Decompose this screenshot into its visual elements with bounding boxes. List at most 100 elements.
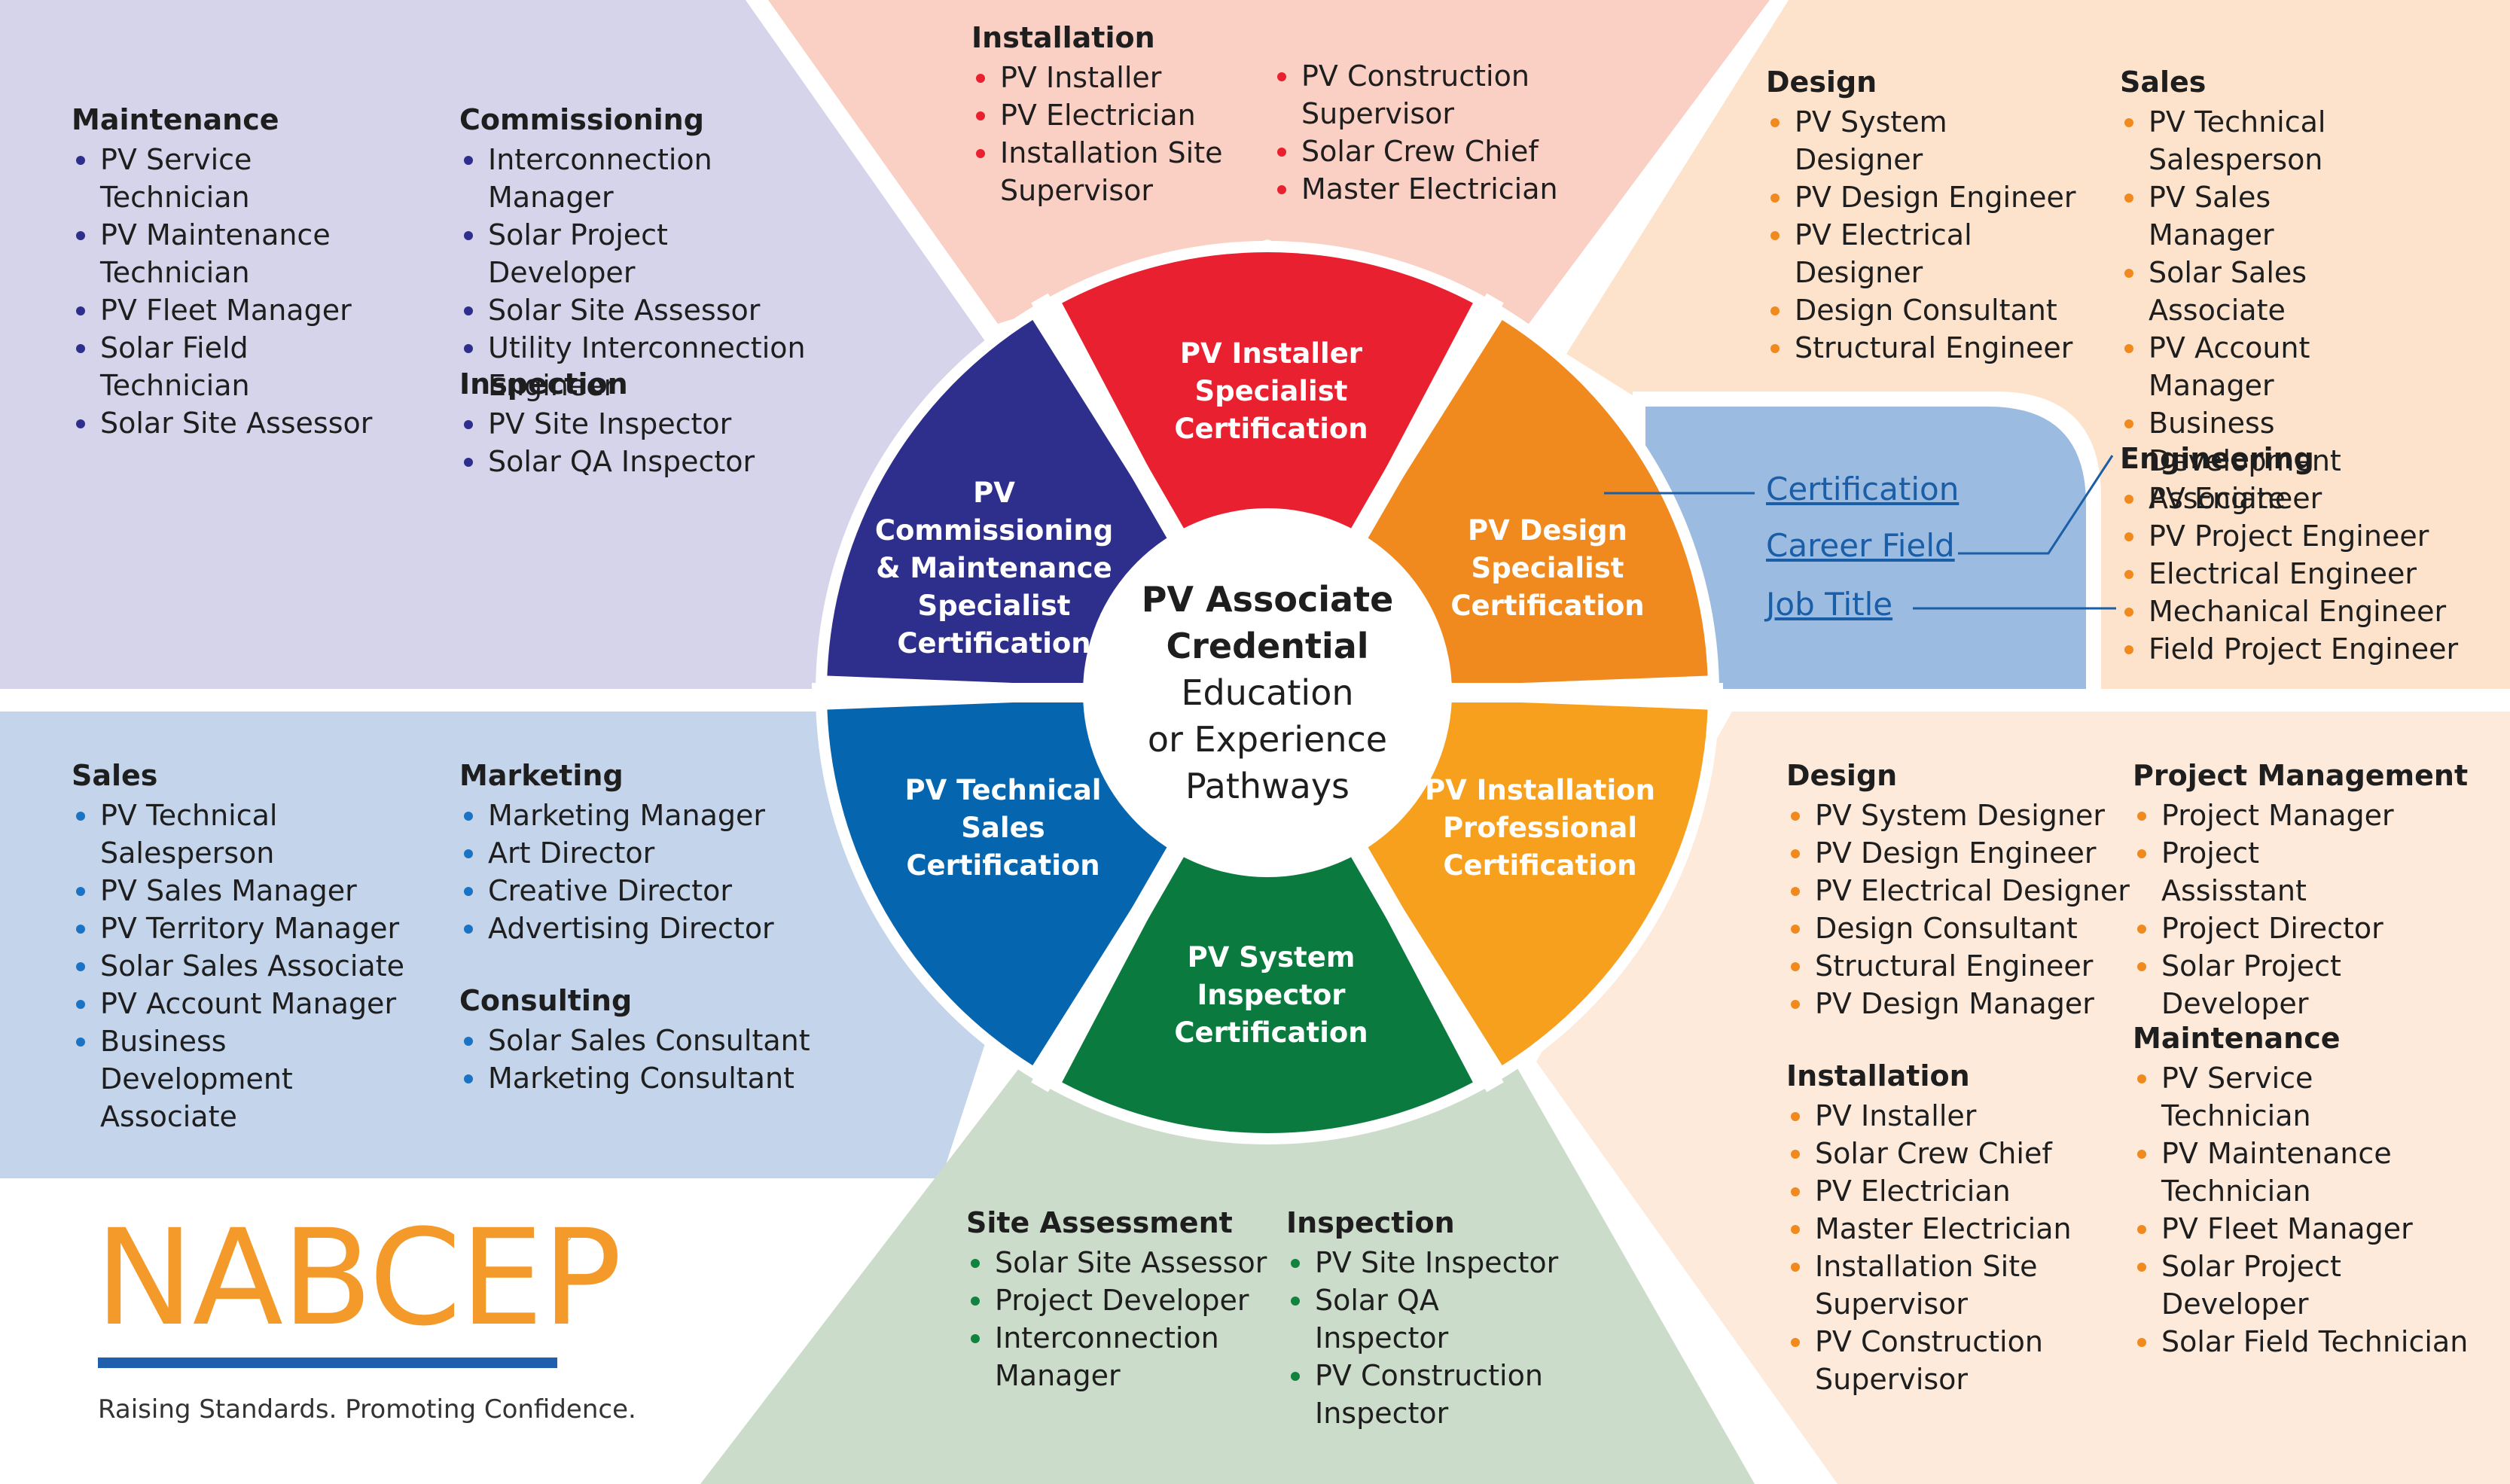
bullet-icon xyxy=(1277,148,1286,157)
job-title-item: Solar Crew Chief xyxy=(1786,1135,2088,1172)
bullet-icon xyxy=(464,306,473,315)
job-title-item: PV Site Inspector xyxy=(1286,1244,1580,1281)
bullet-icon xyxy=(2137,1338,2146,1347)
legend-job-title: Job Title xyxy=(1766,586,1893,623)
job-title-item: Electrical Engineer xyxy=(2120,555,2481,593)
job-title-item: Mechanical Engineer xyxy=(2120,593,2481,630)
bullet-icon xyxy=(1791,1187,1800,1196)
bullet-icon xyxy=(971,1259,980,1268)
bullet-icon xyxy=(76,231,85,240)
bullet-icon xyxy=(2137,925,2146,934)
bullet-icon xyxy=(1291,1259,1300,1268)
bullet-icon xyxy=(1791,849,1800,858)
job-title-item: Solar Project Developer xyxy=(2133,947,2404,1022)
bullet-icon xyxy=(2137,962,2146,971)
job-title-item: Master Electrician xyxy=(1786,1210,2088,1248)
job-title-item: Interconnection Manager xyxy=(966,1319,1267,1394)
bullet-icon xyxy=(76,344,85,353)
region-sales xyxy=(0,712,987,1178)
job-title-item: PV Sales Manager xyxy=(72,872,418,910)
bullet-icon xyxy=(1770,118,1780,127)
bullet-icon xyxy=(1791,812,1800,821)
bullet-icon xyxy=(464,925,473,934)
bullet-icon xyxy=(1791,1112,1800,1121)
bullet-icon xyxy=(464,420,473,429)
bullet-icon xyxy=(976,111,985,120)
job-title-item: PV Construction Inspector xyxy=(1286,1357,1580,1432)
bullet-icon xyxy=(971,1297,980,1306)
job-title-item: Solar Field Technician xyxy=(2133,1323,2472,1361)
bullet-icon xyxy=(971,1334,980,1343)
bullet-icon xyxy=(2137,1074,2146,1083)
bullet-icon xyxy=(76,1038,85,1047)
job-title-item: PV Engineer xyxy=(2120,480,2481,517)
job-title-item: PV Project Engineer xyxy=(2120,517,2481,555)
bullet-icon xyxy=(2124,645,2133,654)
job-title-item: PV Site Inspector xyxy=(459,405,851,443)
bullet-icon xyxy=(2124,608,2133,617)
job-title-item: Utility Interconnection Engineer xyxy=(459,329,821,404)
job-title-item: Structural Engineer xyxy=(1786,947,2133,985)
job-title-item: Solar Sales Associate xyxy=(72,947,418,985)
bullet-icon xyxy=(464,849,473,858)
job-title-item: PV Maintenance Technician xyxy=(2133,1135,2472,1210)
job-title-item: Interconnection Manager xyxy=(459,141,821,216)
bullet-icon xyxy=(464,231,473,240)
job-title-item: Project Assisstant xyxy=(2133,834,2404,910)
job-title-item: PV Fleet Manager xyxy=(2133,1210,2472,1248)
bullet-icon xyxy=(2124,193,2133,203)
bullet-icon xyxy=(2137,812,2146,821)
job-title-item: Art Director xyxy=(459,834,836,872)
job-title-item: Solar Sales Associate xyxy=(2120,254,2383,329)
bullet-icon xyxy=(1291,1372,1300,1381)
bullet-icon xyxy=(1791,1225,1800,1234)
job-title-item: PV Design Engineer xyxy=(1786,834,2133,872)
job-title-item: Advertising Director xyxy=(459,910,836,947)
job-title-item: Solar Site Assessor xyxy=(72,404,403,442)
job-title-item: Installation Site Supervisor xyxy=(971,134,1273,209)
bullet-icon xyxy=(2137,1263,2146,1272)
bullet-icon xyxy=(1791,1150,1800,1159)
bullet-icon xyxy=(1791,1263,1800,1272)
job-title-item: Solar Project Developer xyxy=(459,216,821,291)
segment-installer xyxy=(1062,252,1473,693)
job-title-item: PV Sales Manager xyxy=(2120,178,2383,254)
bullet-icon xyxy=(1277,185,1286,194)
job-title-item: PV Account Manager xyxy=(72,985,418,1022)
job-title-item: Solar Field Technician xyxy=(72,329,403,404)
bullet-icon xyxy=(464,1037,473,1046)
bullet-icon xyxy=(2124,570,2133,579)
bullet-icon xyxy=(464,887,473,896)
bullet-icon xyxy=(2137,1150,2146,1159)
bullet-icon xyxy=(76,306,85,315)
region-installer xyxy=(768,0,1770,324)
bullet-icon xyxy=(1770,306,1780,315)
job-title-item: PV Construction Supervisor xyxy=(1786,1323,2088,1398)
logo-underline-bar xyxy=(98,1358,557,1368)
job-title-item: Solar Project Developer xyxy=(2133,1248,2472,1323)
job-title-item: PV System Designer xyxy=(1786,797,2133,834)
bullet-icon xyxy=(2124,344,2133,353)
job-title-item: PV Technical Salesperson xyxy=(2120,103,2383,178)
